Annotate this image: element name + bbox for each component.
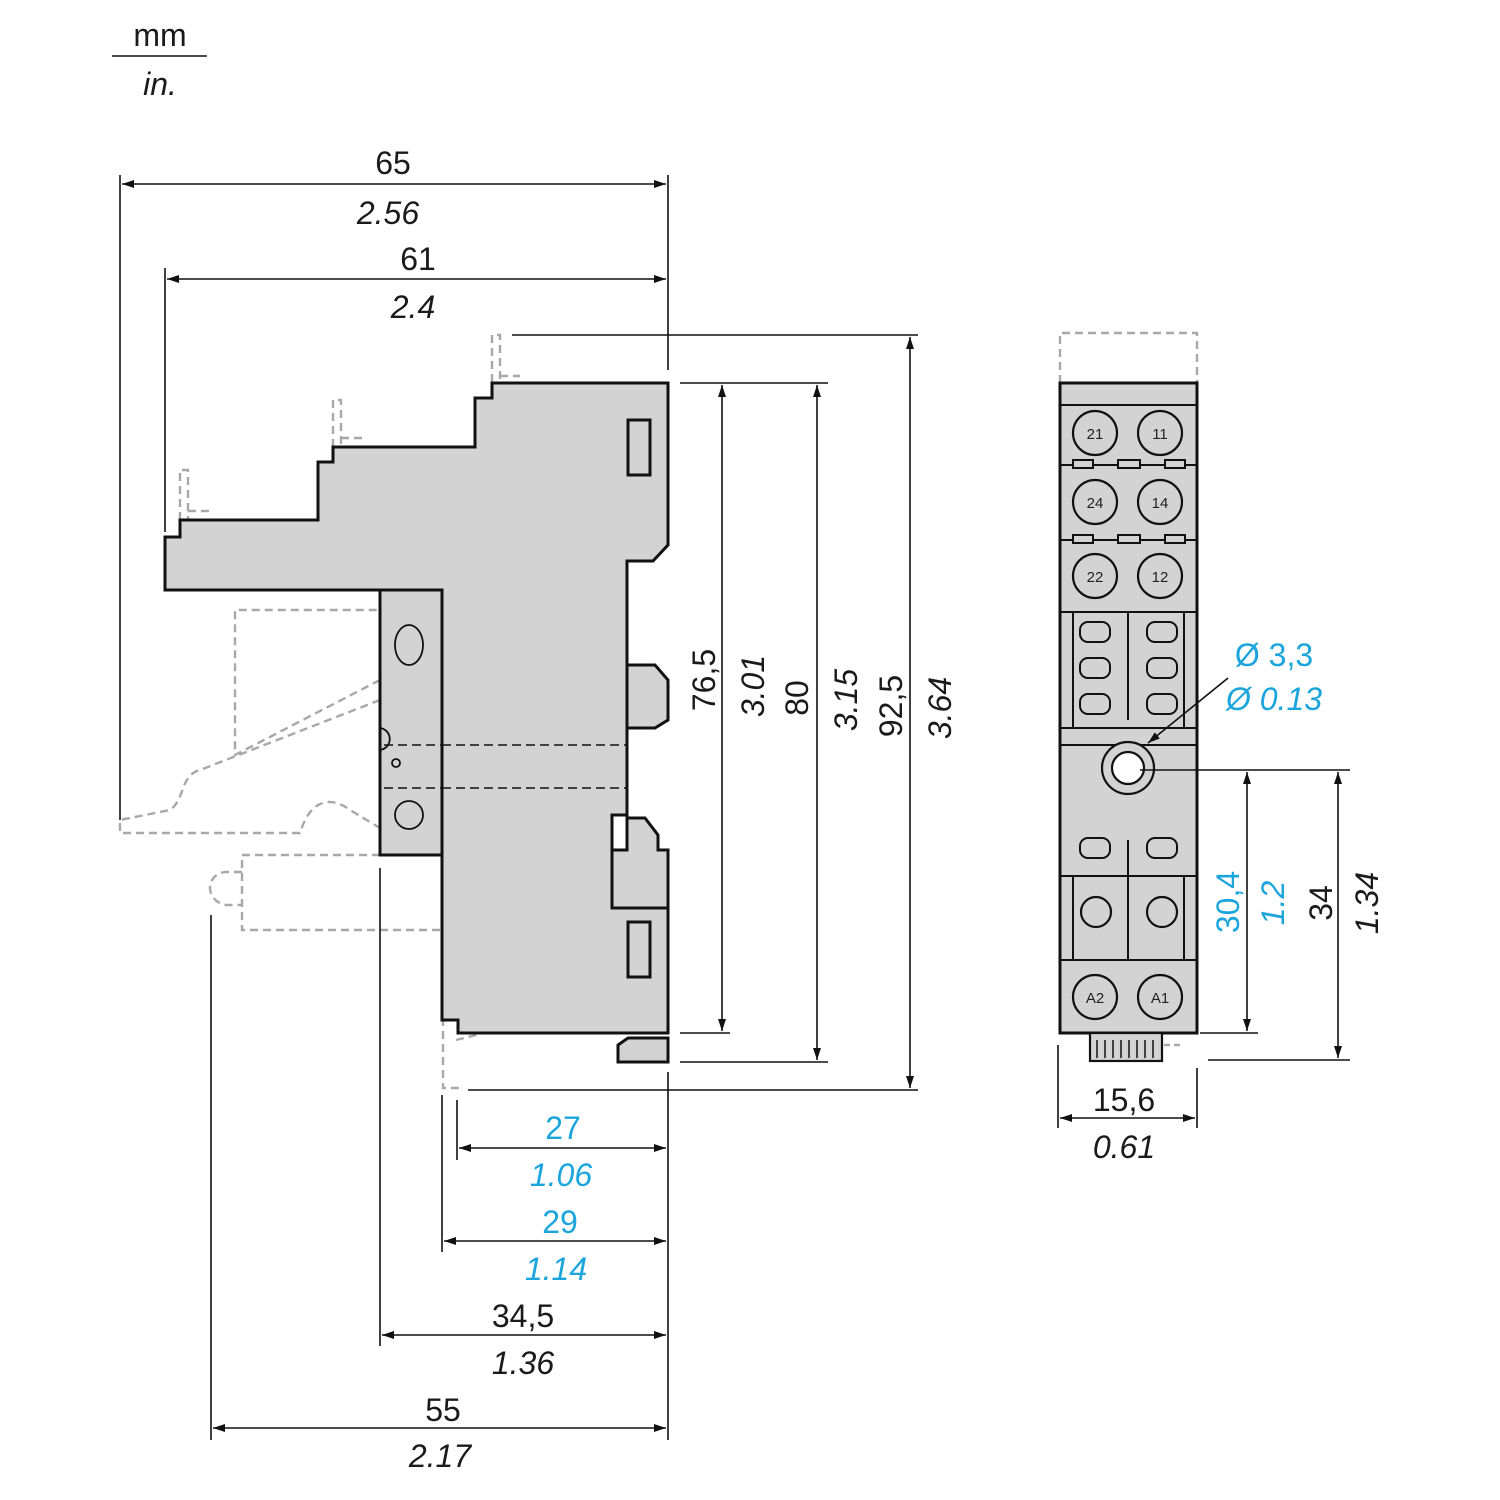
terminal-11: 11 <box>1136 409 1184 457</box>
svg-text:21: 21 <box>1087 426 1104 443</box>
svg-text:12: 12 <box>1152 569 1169 586</box>
dim-depth-29: 29 1.14 <box>441 1095 666 1287</box>
dim-overall-width: 65 2.56 <box>119 145 669 820</box>
svg-text:2.56: 2.56 <box>356 195 419 231</box>
svg-text:34,5: 34,5 <box>492 1298 554 1334</box>
dim-front-width: 15,6 0.61 <box>1057 1045 1198 1165</box>
latch <box>610 816 670 910</box>
screw-icon <box>1145 895 1179 929</box>
svg-text:A1: A1 <box>1151 990 1169 1007</box>
svg-text:2.17: 2.17 <box>408 1438 472 1474</box>
svg-text:Ø 3,3: Ø 3,3 <box>1235 637 1313 673</box>
svg-text:29: 29 <box>542 1204 578 1240</box>
svg-text:61: 61 <box>400 241 436 277</box>
terminal-12: 12 <box>1136 552 1184 600</box>
svg-text:3.15: 3.15 <box>828 669 864 731</box>
pin-icon <box>391 758 401 768</box>
svg-text:76,5: 76,5 <box>686 649 722 711</box>
dim-depth-55: 55 2.17 <box>210 915 666 1474</box>
svg-text:11: 11 <box>1152 426 1168 443</box>
phantom-relay <box>1058 331 1199 383</box>
slot-bottom <box>626 920 652 979</box>
svg-text:80: 80 <box>779 680 815 716</box>
dim-depth-34-5: 34,5 1.36 <box>379 868 666 1381</box>
svg-text:0.61: 0.61 <box>1093 1129 1155 1165</box>
front-din-clip <box>1088 1031 1180 1063</box>
dim-hole-to-bottom: 34 1.34 <box>1303 772 1385 1058</box>
svg-text:3.01: 3.01 <box>735 655 771 717</box>
terminal-24: 24 <box>1071 478 1119 526</box>
dim-hole-diameter: Ø 3,3 Ø 0.13 <box>1147 637 1322 744</box>
svg-text:1.06: 1.06 <box>530 1157 592 1193</box>
contact-slots <box>1079 621 1178 859</box>
svg-text:27: 27 <box>545 1110 581 1146</box>
screw-icon <box>394 624 424 666</box>
terminal-a1: A1 <box>1136 973 1184 1021</box>
units-legend: mm in. <box>112 17 207 102</box>
side-view: 65 2.56 61 2.4 76,5 3.01 80 3.15 92,5 3 <box>118 145 958 1474</box>
svg-text:22: 22 <box>1087 569 1104 586</box>
dim-height-overall: 92,5 3.64 <box>873 337 958 1088</box>
svg-text:1.2: 1.2 <box>1255 881 1291 926</box>
terminal-column <box>378 588 444 857</box>
svg-text:2.4: 2.4 <box>390 289 435 325</box>
svg-text:Ø 0.13: Ø 0.13 <box>1225 681 1322 717</box>
svg-text:14: 14 <box>1152 495 1169 512</box>
terminal-a2: A2 <box>1071 973 1119 1021</box>
front-view: 21 11 24 14 22 12 <box>1057 331 1385 1165</box>
screw-icon <box>394 800 424 830</box>
svg-text:65: 65 <box>375 145 411 181</box>
screw-icon <box>1079 895 1113 929</box>
svg-text:34: 34 <box>1303 885 1339 921</box>
din-clip <box>616 1036 670 1064</box>
dim-body-width: 61 2.4 <box>164 241 666 532</box>
unit-in: in. <box>143 66 177 102</box>
svg-text:1.14: 1.14 <box>525 1251 587 1287</box>
svg-text:1.34: 1.34 <box>1349 872 1385 934</box>
svg-text:55: 55 <box>425 1392 461 1428</box>
terminal-14: 14 <box>1136 478 1184 526</box>
svg-text:92,5: 92,5 <box>873 675 909 737</box>
unit-mm: mm <box>133 17 186 53</box>
slot-top <box>626 418 652 477</box>
release-tab <box>625 663 670 730</box>
dim-depth-27: 27 1.06 <box>456 1100 666 1193</box>
terminal-22: 22 <box>1071 552 1119 600</box>
phantom-outline <box>118 333 520 1090</box>
svg-text:24: 24 <box>1087 495 1104 512</box>
svg-text:1.36: 1.36 <box>492 1345 554 1381</box>
dim-hole-to-base: 30,4 1.2 <box>1210 772 1291 1031</box>
svg-text:15,6: 15,6 <box>1093 1082 1155 1118</box>
dim-height-body: 76,5 3.01 <box>686 385 771 1031</box>
svg-text:30,4: 30,4 <box>1210 871 1246 933</box>
terminal-21: 21 <box>1071 409 1119 457</box>
mounting-hole-icon <box>1100 740 1156 796</box>
svg-text:3.64: 3.64 <box>922 677 958 739</box>
dim-height-clip: 80 3.15 <box>779 385 864 1060</box>
svg-text:A2: A2 <box>1086 990 1104 1007</box>
